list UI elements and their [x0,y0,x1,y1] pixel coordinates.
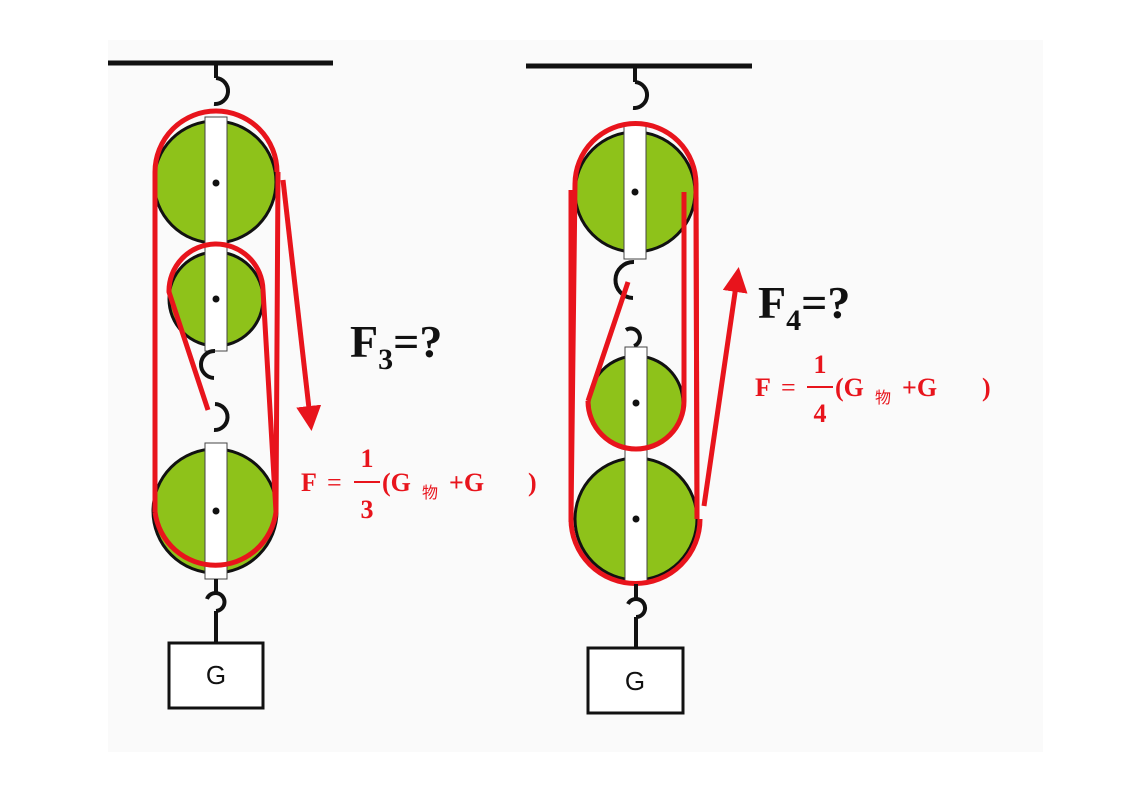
right-middle-axle [632,399,640,407]
right-load-box [586,646,685,715]
right-formula-open: (G [835,373,864,402]
right-formula-lhs: F [755,373,771,402]
left-connector-hook-upper [199,348,216,380]
left-formula-open: (G [382,468,411,497]
right-question: F4=? [758,277,850,337]
right-formula-denominator: 4 [814,399,827,428]
left-formula-subscript: 物 [422,484,438,502]
right-bottom-axle [632,515,640,523]
right-movable-frame [624,346,648,585]
right-formula-numerator: 1 [814,350,827,379]
left-bottom-hook [205,591,227,613]
right-formula-plus: +G [902,373,937,402]
right-rope [568,121,748,586]
left-fixed-frame [204,116,228,352]
left-top-hook [213,76,230,107]
right-connector-hook-upper [613,259,635,300]
right-formula-close: ) [982,373,991,402]
left-load-box [167,641,265,710]
left-formula-plus: +G [449,468,484,497]
right-top-hook [632,80,649,111]
left-formula-denominator: 3 [361,495,374,524]
right-bottom-hook [626,597,648,620]
left-formula-eq: = [327,468,342,497]
left-connector-hook-lower [213,402,230,433]
left-top-axle [212,179,220,187]
left-formula-close: ) [528,468,537,497]
right-formula-eq: = [781,373,796,402]
right-load-label: G [625,666,645,696]
left-question: F3=? [350,316,442,376]
left-load-label: G [206,660,226,690]
left-pulley-system: G F3=? F = 1 3 (G 物 +G ) [108,60,537,710]
right-pulley-system: G F4=? F = 1 4 (G 物 +G ) [526,63,991,715]
right-formula-subscript: 物 [875,389,891,407]
right-formula: F = 1 4 (G 物 +G ) [755,350,991,428]
left-bottom-axle [212,507,220,515]
left-formula-lhs: F [301,468,317,497]
right-top-axle [631,188,639,196]
left-middle-axle [212,295,220,303]
right-connector-hook-lower [624,326,642,348]
left-formula: F = 1 3 (G 物 +G ) [301,444,537,524]
left-formula-numerator: 1 [361,444,374,473]
left-rope [152,108,322,568]
